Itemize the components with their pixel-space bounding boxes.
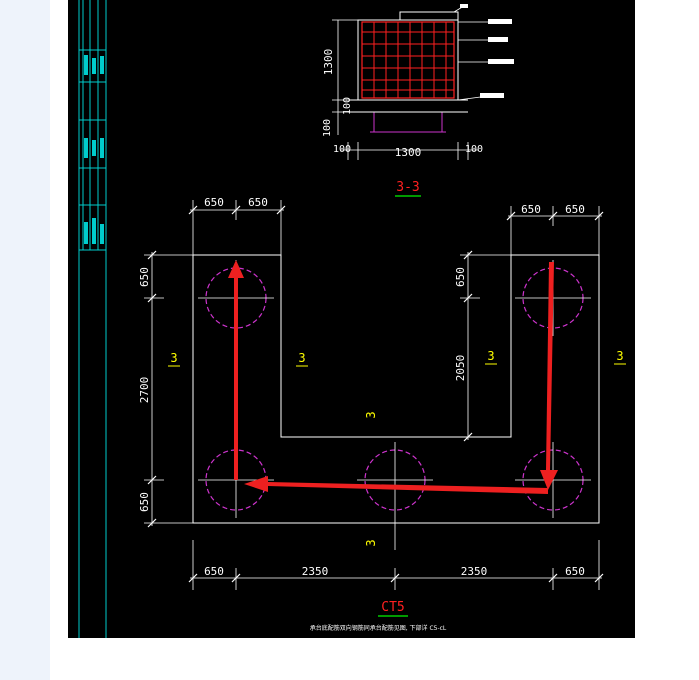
dim-left-bottom: 650 <box>138 492 151 512</box>
dim-left-top: 650 <box>138 267 151 287</box>
title-block-strip <box>78 0 107 638</box>
dim-bottom-1: 650 <box>204 565 224 578</box>
section-title: 3-3 <box>396 180 419 195</box>
plan-note: 承台底配筋双向钢筋同承台配筋见图, 下部详 C5-cL <box>310 624 447 632</box>
dim-top-left-1: 650 <box>204 196 224 209</box>
dim-left-mid: 2700 <box>138 377 151 404</box>
section-base-dim-2: 100 <box>322 119 333 137</box>
plan-view: 650 650 650 650 650 2700 650 650 2050 65… <box>138 196 626 632</box>
cad-drawing: 1300 100 100 1300 100 100 3-3 <box>78 0 626 638</box>
dim-bottom-2: 2350 <box>302 565 329 578</box>
section-base-dim: 100 <box>342 97 353 115</box>
section-mark-left-inner: 3 <box>298 351 305 365</box>
plan-title: CT5 <box>381 600 404 615</box>
section-height-dim: 1300 <box>322 49 335 76</box>
dim-inner-mid: 2050 <box>454 355 467 382</box>
section-side-right-dim: 100 <box>465 144 483 155</box>
dim-inner-top: 650 <box>454 267 467 287</box>
section-mark-right-inner: 3 <box>487 349 494 363</box>
section-mark-bottom: 3 <box>364 539 378 546</box>
section-mark-right-outer: 3 <box>616 349 623 363</box>
dim-top-right-1: 650 <box>521 203 541 216</box>
red-annotation-arrows <box>228 260 558 494</box>
section-3-3-view: 1300 100 100 1300 100 100 3-3 <box>322 4 514 197</box>
section-mark-left-outer: 3 <box>170 351 177 365</box>
title-block-text <box>84 55 104 244</box>
section-width-dim: 1300 <box>395 146 422 159</box>
cad-drawing-canvas[interactable]: 1300 100 100 1300 100 100 3-3 <box>68 0 635 638</box>
dim-bottom-3: 2350 <box>461 565 488 578</box>
dim-top-left-2: 650 <box>248 196 268 209</box>
dim-bottom-4: 650 <box>565 565 585 578</box>
section-mark-center: 3 <box>364 411 378 418</box>
dim-top-right-2: 650 <box>565 203 585 216</box>
left-panel-background <box>0 0 50 680</box>
section-side-left-dim: 100 <box>333 144 351 155</box>
